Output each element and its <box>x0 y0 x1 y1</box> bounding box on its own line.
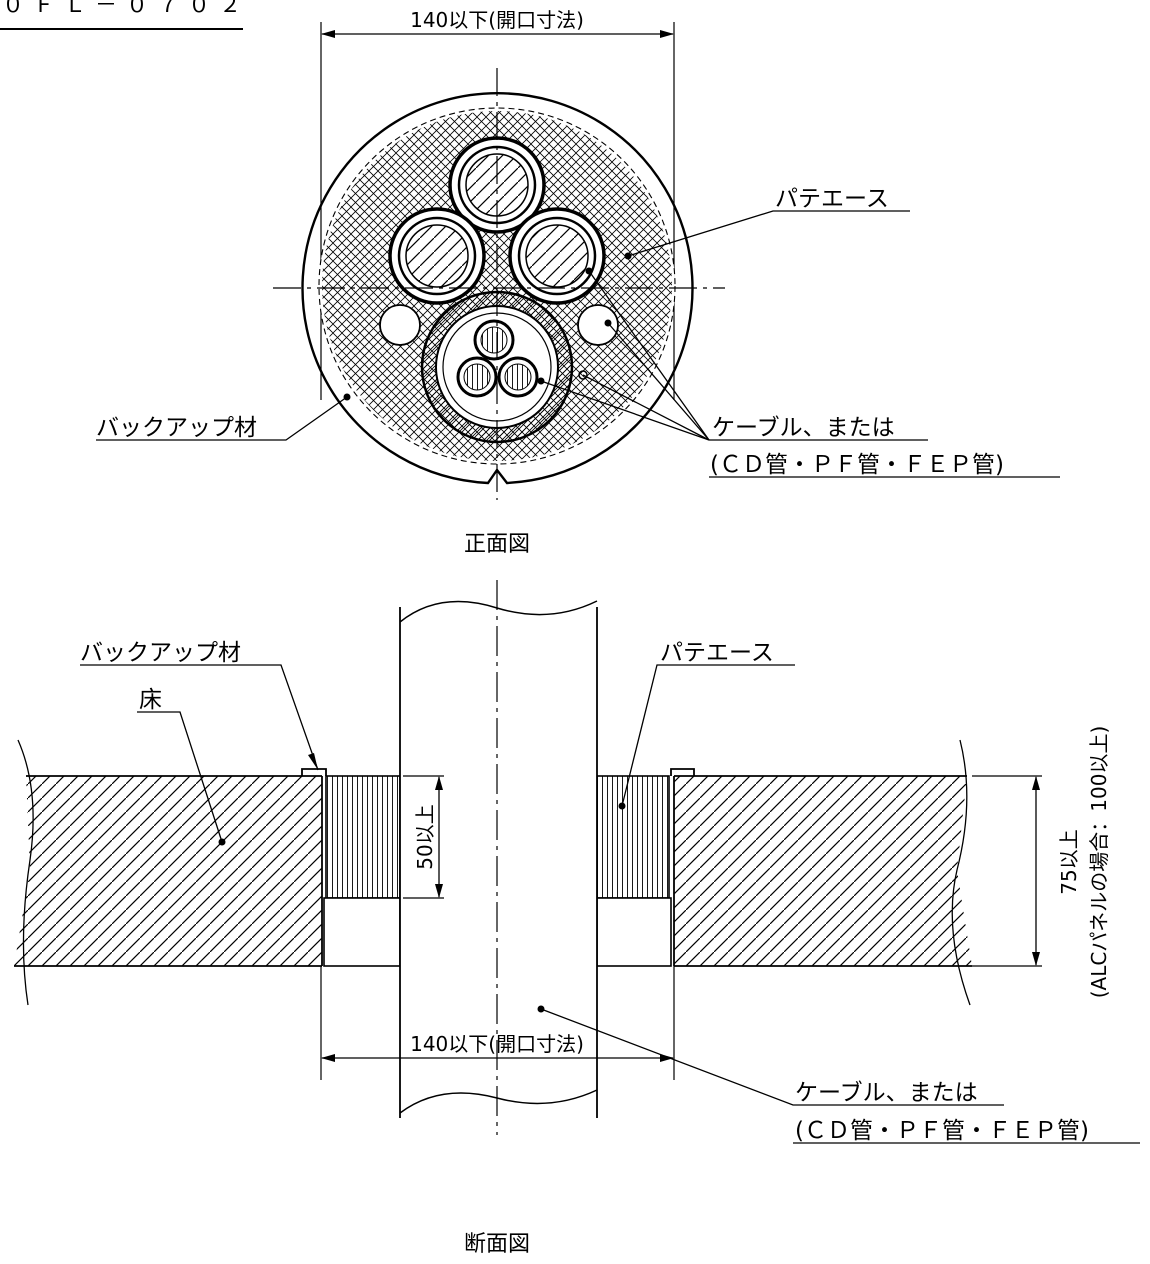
front-cable-label-2: (ＣＤ管・ＰＦ管・ＦＥＰ管) <box>710 452 1004 478</box>
slab-thickness-alc-note: (ALCパネルの場合：100以上) <box>1087 726 1111 999</box>
front-cable-label-1: ケーブル、または <box>712 415 895 441</box>
section-backup-label: バックアップ材 <box>80 640 241 666</box>
section-cable-label-2: (ＣＤ管・ＰＦ管・ＦＥＰ管) <box>795 1118 1089 1144</box>
putty-depth-dimension: 50以上 <box>413 804 437 869</box>
putty-block-left <box>325 775 401 899</box>
small-pipe-right <box>577 304 619 346</box>
section-view: 50以上 75以上 (ALCパネルの場合：100以上) 140以下(開口寸法) … <box>14 580 1140 1257</box>
putty-fill-area <box>322 111 672 461</box>
front-view: 140以下(開口寸法) <box>96 8 1060 557</box>
front-view-caption: 正面図 <box>464 532 530 557</box>
section-putty-label: パテエース <box>660 640 774 666</box>
backup-material-right <box>596 897 672 967</box>
putty-block-right <box>596 775 670 899</box>
section-floor-label: 床 <box>139 687 162 713</box>
floor-slab-left <box>14 776 322 966</box>
opening-outline <box>301 92 694 485</box>
drawing-number: ０ＦＬ－０７０２ <box>2 0 250 18</box>
small-pipe-left <box>379 304 421 346</box>
slab-thickness-dimension: 75以上 <box>1057 829 1081 894</box>
floor-slab-right <box>674 776 972 966</box>
section-cable-label-1: ケーブル、または <box>795 1080 978 1106</box>
cable-right <box>508 207 606 305</box>
front-width-dimension: 140以下(開口寸法) <box>410 8 584 32</box>
front-putty-label: パテエース <box>775 186 889 212</box>
section-width-dimension: 140以下(開口寸法) <box>410 1032 584 1056</box>
backup-material-left <box>323 897 401 967</box>
cable-left <box>388 207 486 305</box>
front-backup-label: バックアップ材 <box>96 415 257 441</box>
section-view-caption: 断面図 <box>464 1232 530 1257</box>
